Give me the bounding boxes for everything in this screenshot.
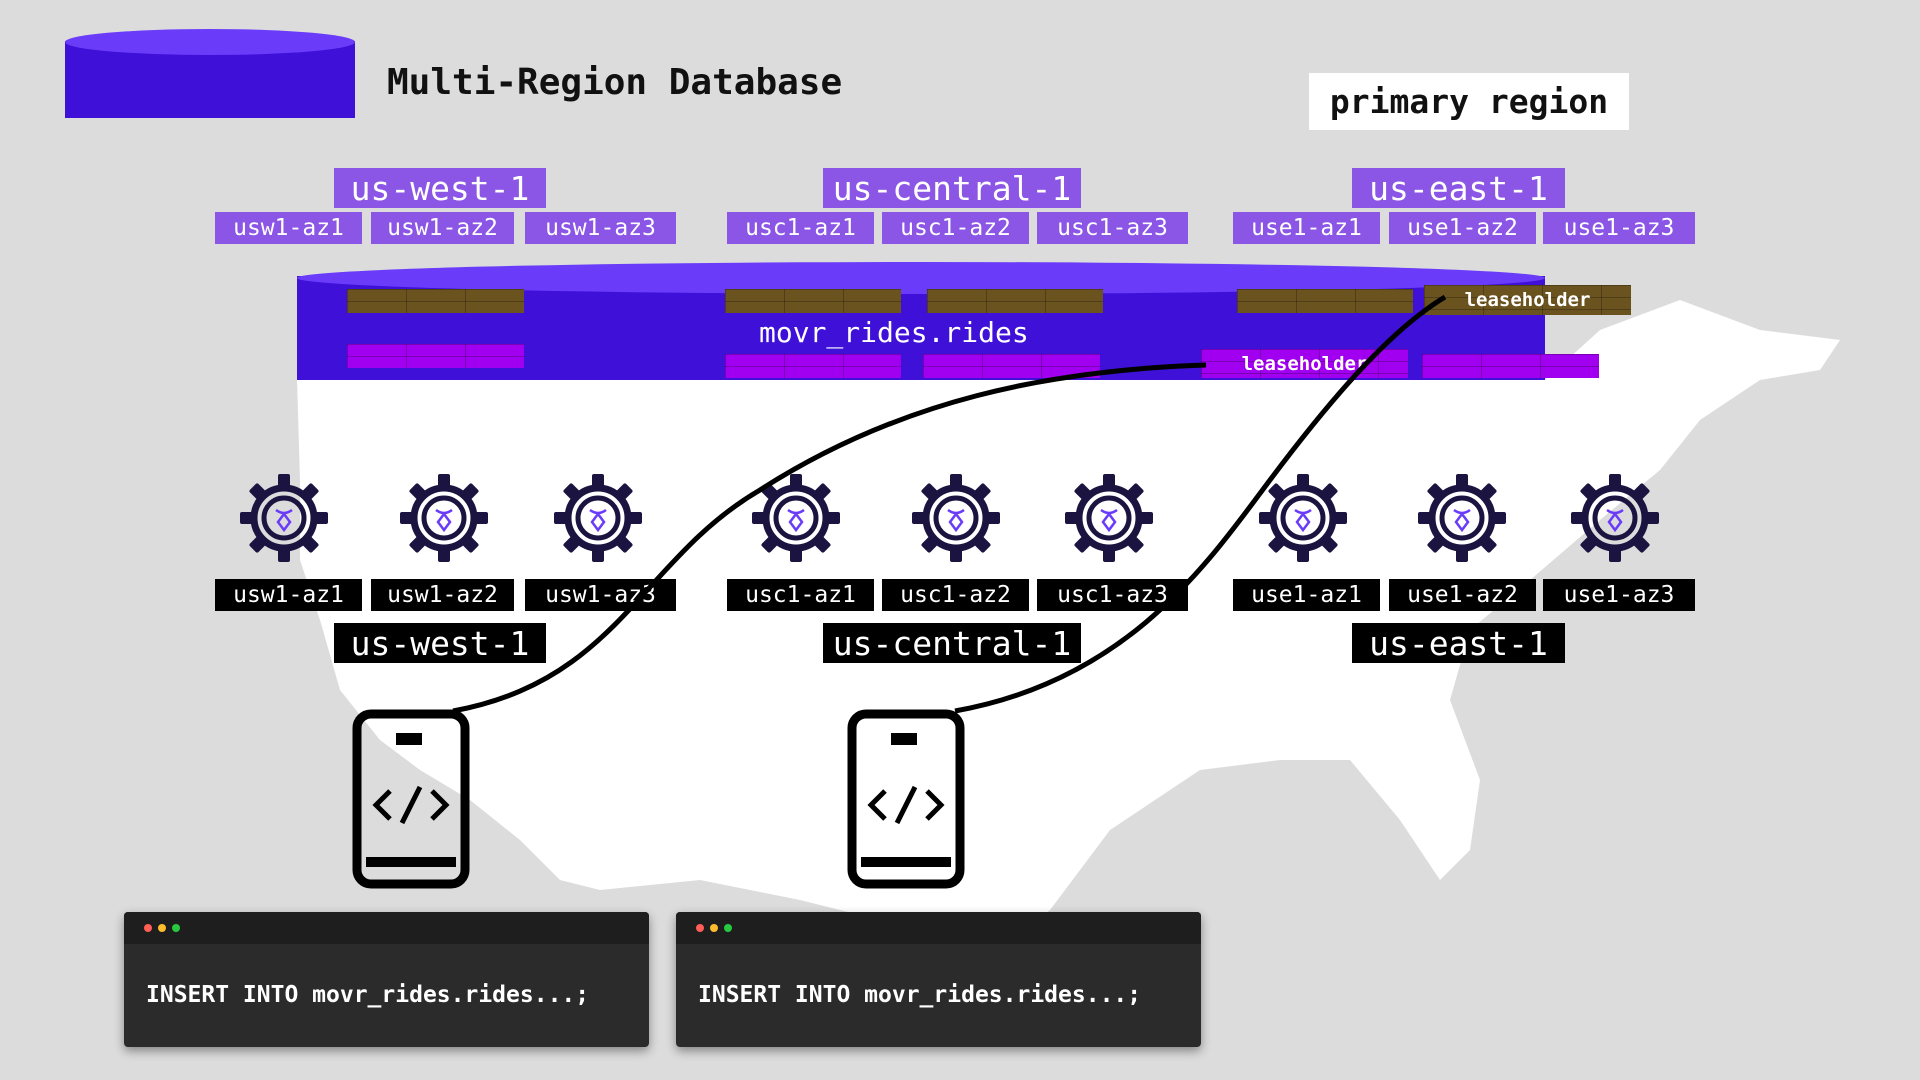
zone-label-bottom: use1-az3 (1543, 579, 1695, 611)
minimize-dot-icon (710, 924, 718, 932)
zone-label-top: use1-az1 (1233, 212, 1380, 244)
terminal-window: INSERT INTO movr_rides.rides...; (676, 912, 1201, 1047)
replica-range (927, 289, 1103, 313)
region-label-top: us-central-1 (823, 168, 1081, 208)
region-label-bottom: us-east-1 (1352, 623, 1565, 663)
region-label-bottom: us-central-1 (823, 623, 1081, 663)
cockroachdb-node-icon (1418, 474, 1506, 562)
cockroachdb-node-icon (912, 474, 1000, 562)
close-dot-icon (144, 924, 152, 932)
zone-label-bottom: usc1-az2 (882, 579, 1029, 611)
replica-range (1237, 289, 1413, 313)
zone-label-top: usc1-az3 (1037, 212, 1188, 244)
maximize-dot-icon (724, 924, 732, 932)
replica-range (725, 289, 901, 313)
leaseholder-label: leaseholder (1241, 352, 1368, 375)
zone-label-bottom: usw1-az2 (371, 579, 514, 611)
replica-range (347, 344, 524, 368)
terminal-window: INSERT INTO movr_rides.rides...; (124, 912, 649, 1047)
cockroachdb-node-icon (1065, 474, 1153, 562)
sql-statement: INSERT INTO movr_rides.rides...; (698, 982, 1142, 1008)
table-name: movr_rides.rides (759, 316, 1029, 349)
page-title: Multi-Region Database (387, 62, 843, 103)
zone-label-top: usw1-az1 (215, 212, 362, 244)
phone-app-icon (847, 709, 965, 889)
cockroachdb-node-icon (752, 474, 840, 562)
primary-region-label: primary region (1309, 73, 1629, 130)
replica-range (1422, 354, 1599, 378)
sql-statement: INSERT INTO movr_rides.rides...; (146, 982, 590, 1008)
zone-label-bottom: usc1-az1 (727, 579, 874, 611)
zone-label-top: usc1-az1 (727, 212, 874, 244)
cockroachdb-node-icon (240, 474, 328, 562)
zone-label-top: usc1-az2 (882, 212, 1029, 244)
zone-label-bottom: use1-az2 (1389, 579, 1536, 611)
replica-range (725, 354, 901, 378)
database-icon (65, 29, 355, 118)
zone-label-top: use1-az2 (1389, 212, 1536, 244)
cockroachdb-node-icon (1259, 474, 1347, 562)
replica-range (347, 289, 524, 313)
zone-label-bottom: usw1-az3 (525, 579, 676, 611)
cockroachdb-node-icon (554, 474, 642, 562)
close-dot-icon (696, 924, 704, 932)
zone-label-bottom: usc1-az3 (1037, 579, 1188, 611)
terminal-titlebar (124, 912, 649, 944)
leaseholder-label: leaseholder (1464, 289, 1591, 311)
terminal-titlebar (676, 912, 1201, 944)
cockroachdb-node-icon (400, 474, 488, 562)
region-label-top: us-east-1 (1352, 168, 1565, 208)
zone-label-top: usw1-az2 (371, 212, 514, 244)
region-label-top: us-west-1 (334, 168, 546, 208)
replica-range (923, 354, 1100, 378)
minimize-dot-icon (158, 924, 166, 932)
zone-label-bottom: usw1-az1 (215, 579, 362, 611)
region-label-bottom: us-west-1 (334, 623, 546, 663)
leaseholder-range-brown: leaseholder (1424, 285, 1631, 315)
leaseholder-range-purple: leaseholder (1201, 349, 1408, 378)
maximize-dot-icon (172, 924, 180, 932)
phone-app-icon (352, 709, 470, 889)
zone-label-top: use1-az3 (1543, 212, 1695, 244)
zone-label-bottom: use1-az1 (1233, 579, 1380, 611)
cockroachdb-node-icon (1571, 474, 1659, 562)
zone-label-top: usw1-az3 (525, 212, 676, 244)
